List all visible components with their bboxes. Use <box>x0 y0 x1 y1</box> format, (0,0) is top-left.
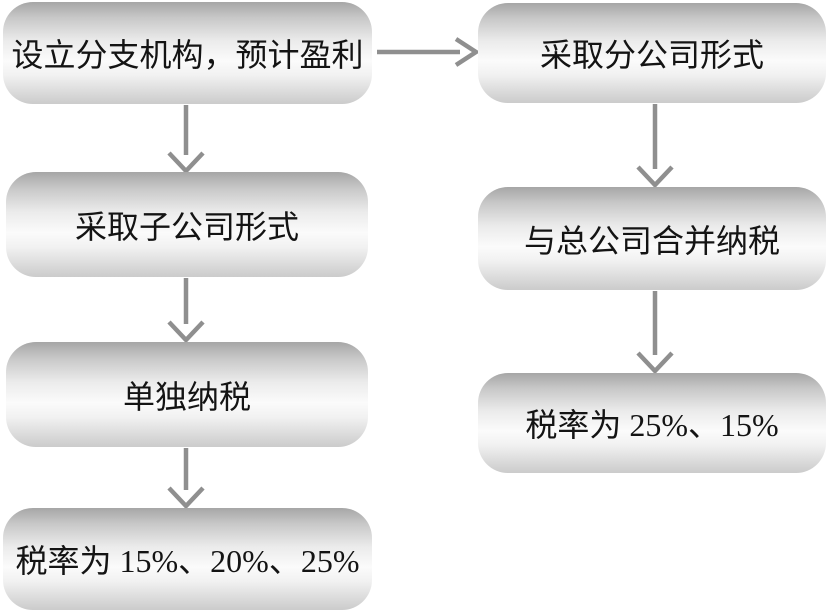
node-label: 单独纳税 <box>122 378 251 415</box>
node-premise: 设立分支机构，预计盈利 <box>3 2 372 104</box>
arrow-branch-form-to-consolidated-tax <box>636 104 674 189</box>
arrow-separate-tax-to-subsidiary-rates <box>167 448 205 510</box>
node-label: 税率为 15%、20%、25% <box>15 543 360 579</box>
node-consolidated-tax: 与总公司合并纳税 <box>478 187 826 290</box>
node-label: 设立分支机构，预计盈利 <box>11 37 364 73</box>
node-subsidiary-form: 采取子公司形式 <box>6 172 368 277</box>
arrow-subsidiary-form-to-separate-tax <box>167 278 205 344</box>
arrow-premise-to-branch-form <box>377 37 481 67</box>
node-label: 采取分公司形式 <box>539 37 764 73</box>
node-label: 采取子公司形式 <box>74 208 299 245</box>
node-branch-form: 采取分公司形式 <box>478 3 826 103</box>
node-subsidiary-rates: 税率为 15%、20%、25% <box>3 508 372 610</box>
node-branch-rates: 税率为 25%、15% <box>478 373 826 473</box>
arrow-premise-to-subsidiary-form <box>167 105 205 175</box>
node-label: 与总公司合并纳税 <box>523 222 780 259</box>
node-label: 税率为 25%、15% <box>525 407 779 443</box>
node-separate-tax: 单独纳税 <box>6 342 368 447</box>
arrow-consolidated-tax-to-branch-rates <box>636 291 674 375</box>
